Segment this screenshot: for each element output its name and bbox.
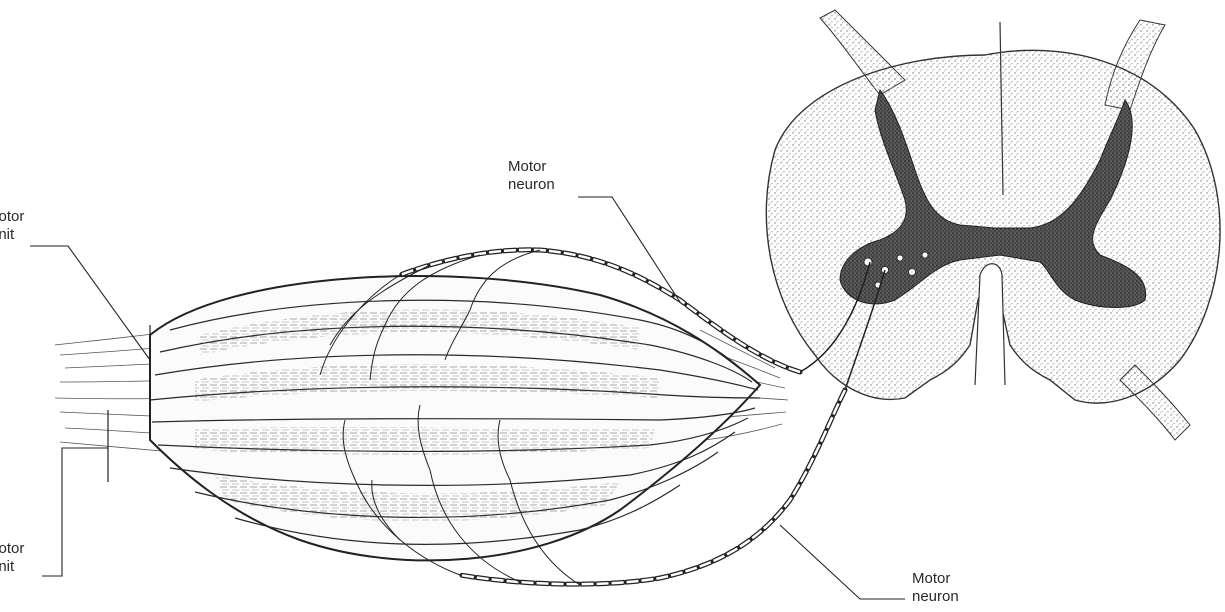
motor-unit-bottom-line1: Motor xyxy=(0,540,24,558)
motor-neuron-top-label: Motor neuron xyxy=(508,158,555,194)
motor-unit-top-line1: Motor xyxy=(0,208,24,226)
motor-unit-top-line2: unit xyxy=(0,226,24,244)
leader-motor-unit-top xyxy=(30,246,150,360)
motor-neuron-top-line1: Motor xyxy=(508,158,555,176)
leader-motor-neuron-top xyxy=(578,197,680,302)
anterior-fissure xyxy=(975,264,1005,385)
leader-motor-neuron-bottom xyxy=(780,525,905,599)
skeletal-muscle xyxy=(55,276,788,560)
motor-neuron-bottom-line2: neuron xyxy=(912,588,959,606)
motor-unit-bottom-label: Motor unit xyxy=(0,540,24,576)
motor-neuron-bottom-label: Motor neuron xyxy=(912,570,959,606)
motor-unit-bottom-line2: unit xyxy=(0,558,24,576)
spinal-cord-section xyxy=(766,10,1220,440)
leader-motor-unit-bottom xyxy=(42,448,108,576)
motor-unit-top-label: Motor unit xyxy=(0,208,24,244)
motor-neuron-top-line2: neuron xyxy=(508,176,555,194)
motor-neuron-bottom-line1: Motor xyxy=(912,570,959,588)
